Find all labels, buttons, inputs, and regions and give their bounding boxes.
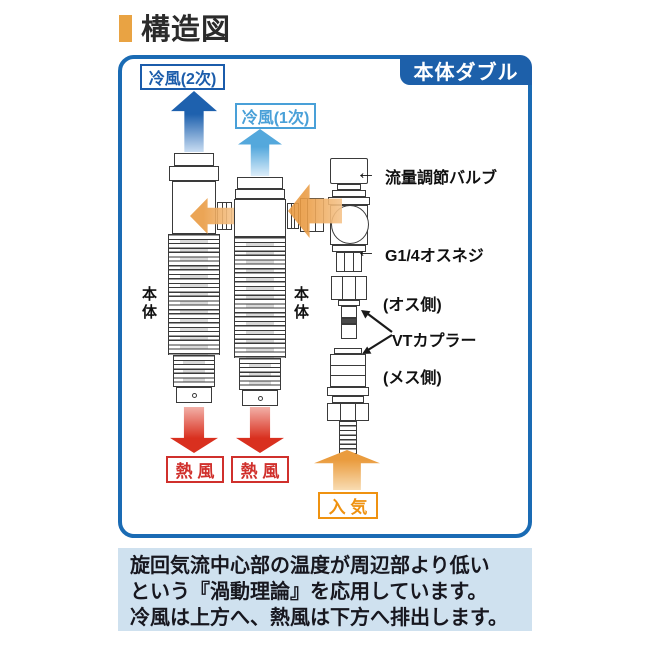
coupler-male-part: [328, 276, 370, 339]
coupler-female-ring: [327, 387, 369, 396]
left-body-flange: [169, 166, 219, 181]
right-body-top-cap: [237, 177, 283, 189]
coupler-female-collar: [332, 396, 364, 403]
valve-knob: [330, 158, 368, 184]
thread-callout-arrow-icon: ←: [356, 240, 376, 262]
coupler-female-top-band: [334, 348, 362, 354]
coupler-male-oring: [341, 318, 357, 324]
cold-air-primary-label: 冷風(1次): [235, 103, 316, 129]
female-side-label: (メス側): [383, 370, 442, 387]
right-body-bottom-cap: [242, 390, 278, 406]
valve-lower-flange: [332, 245, 366, 252]
left-body-unit: [168, 153, 220, 403]
right-body-fins: [234, 237, 286, 358]
body-label-left: 本体: [140, 286, 157, 322]
coupler-male-stem: [341, 306, 357, 318]
valve-male-thread: [336, 252, 362, 272]
male-thread-label: G1/4オスネジ: [385, 248, 484, 265]
valve-collar: [332, 190, 366, 197]
model-badge: 本体ダブル: [400, 55, 532, 85]
description-line-2: という『渦動理論』を応用しています。: [130, 581, 488, 603]
title-bullet-icon: [119, 15, 132, 42]
page-title: 構造図: [141, 14, 232, 46]
description-line-3: 冷風は上方へ、熱風は下方へ排出します。: [130, 607, 508, 629]
male-side-label: (オス側): [383, 297, 442, 314]
right-body-outlet-dot: [257, 395, 263, 401]
coupler-male-collar: [338, 300, 360, 306]
vt-coupler-pointer-arrows-icon: [361, 310, 393, 354]
left-body-outlet-dot: [191, 392, 197, 398]
cold-air-secondary-label: 冷風(2次): [140, 64, 225, 90]
hot-air-right-label: 熱 風: [231, 456, 289, 483]
flow-valve-label: 流量調節バルブ: [385, 170, 498, 187]
description-line-1: 旋回気流中心部の温度が周辺部より低い: [130, 555, 490, 577]
right-body-block: [234, 199, 286, 237]
coupler-female-hex: [327, 403, 369, 421]
hose-barb-fitting: [339, 421, 357, 454]
left-body-block: [172, 181, 216, 234]
valve-knob-collar: [337, 184, 361, 190]
left-body-top-cap: [174, 153, 214, 166]
right-body-lower-fins: [239, 358, 281, 390]
intake-label: 入 気: [318, 492, 378, 519]
coupler-female-part: [326, 348, 370, 454]
body-label-right: 本体: [292, 286, 309, 322]
right-body-flange: [235, 189, 285, 199]
left-body-bottom-cap: [176, 387, 212, 403]
valve-callout-arrow-icon: ←: [356, 162, 376, 184]
description-panel: 旋回気流中心部の温度が周辺部より低い という『渦動理論』を応用しています。 冷風…: [118, 548, 532, 631]
left-body-fins: [168, 234, 220, 355]
coupler-male-hex: [331, 276, 367, 300]
left-body-lower-fins: [173, 355, 215, 387]
hot-air-left-label: 熱 風: [166, 456, 224, 483]
coupler-female-sleeve: [330, 354, 366, 387]
right-body-unit: [234, 177, 286, 406]
vt-coupler-label: VTカプラー: [392, 333, 477, 350]
coupler-male-tip: [341, 324, 357, 339]
